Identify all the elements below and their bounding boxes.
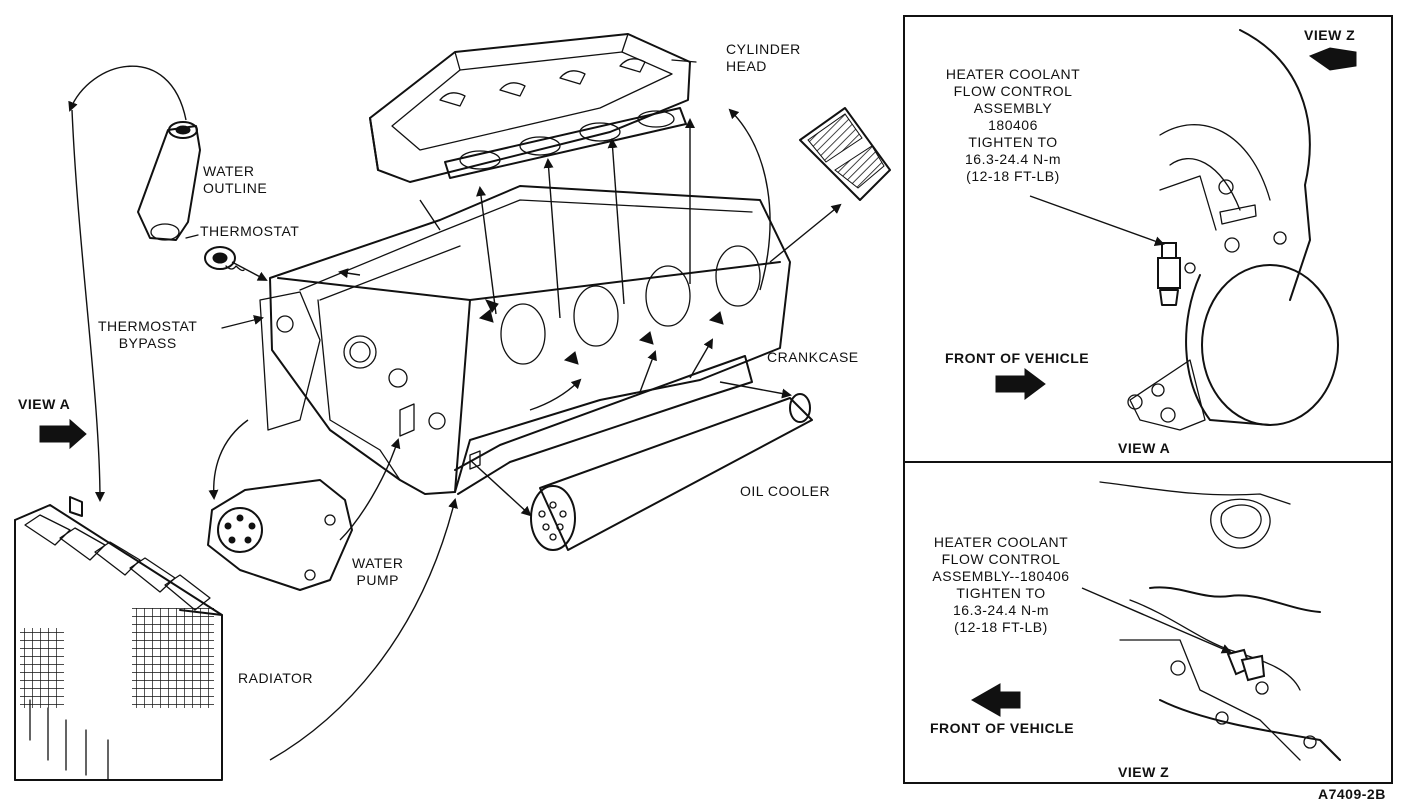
water-pump-label-line1: WATER bbox=[352, 555, 404, 571]
cylinder-head-label-line2: HEAD bbox=[726, 58, 767, 74]
view-a-callout-line2: FLOW CONTROL bbox=[953, 83, 1073, 99]
view-z-callout-line3: ASSEMBLY--180406 bbox=[932, 568, 1070, 584]
view-z-callout-line4: TIGHTEN TO bbox=[956, 585, 1046, 601]
view-a-drawing bbox=[995, 29, 1357, 431]
thermostat-bypass-label-line1: THERMOSTAT bbox=[98, 318, 198, 334]
thermostat-bypass-label-line2: BYPASS bbox=[118, 335, 177, 351]
front-arrow-view-a bbox=[995, 368, 1046, 400]
view-a-caption: VIEW A bbox=[1118, 440, 1171, 456]
crankcase-label: CRANKCASE bbox=[767, 349, 859, 365]
water-outline-label-line1: WATER bbox=[203, 163, 255, 179]
view-z-callout-line6: (12-18 FT-LB) bbox=[954, 619, 1048, 635]
view-a-front-of-vehicle: FRONT OF VEHICLE bbox=[945, 350, 1090, 366]
view-z-drawing bbox=[970, 481, 1341, 761]
thermostat-label: THERMOSTAT bbox=[200, 223, 300, 239]
water-outline-label-line2: OUTLINE bbox=[203, 180, 268, 196]
engine-block bbox=[259, 185, 791, 495]
view-z-callout-line2: FLOW CONTROL bbox=[941, 551, 1061, 567]
figure-id: A7409-2B bbox=[1318, 786, 1386, 802]
view-a-callout-line6: 16.3-24.4 N-m bbox=[965, 151, 1061, 167]
water-pump-label: WATER PUMP bbox=[352, 555, 404, 589]
radiator-part bbox=[14, 496, 223, 781]
view-a-callout-line7: (12-18 FT-LB) bbox=[966, 168, 1060, 184]
view-z-caption: VIEW Z bbox=[1118, 764, 1170, 780]
radiator-label: RADIATOR bbox=[238, 670, 314, 686]
water-outline-part bbox=[137, 121, 201, 241]
view-z-callout: HEATER COOLANT FLOW CONTROL ASSEMBLY--18… bbox=[916, 534, 1086, 636]
front-arrow-view-z bbox=[970, 683, 1021, 717]
cylinder-head bbox=[369, 33, 691, 183]
view-a-callout-line4: 180406 bbox=[988, 117, 1038, 133]
cylinder-head-label: CYLINDER HEAD bbox=[726, 41, 801, 75]
water-pump-part bbox=[207, 479, 353, 591]
water-outline-label: WATER OUTLINE bbox=[203, 163, 267, 197]
view-a-callout-line3: ASSEMBLY bbox=[973, 100, 1053, 116]
oil-cooler bbox=[530, 393, 813, 551]
cutaway-inset bbox=[799, 107, 891, 201]
view-z-arrow bbox=[1308, 47, 1357, 71]
view-z-callout-line5: 16.3-24.4 N-m bbox=[953, 602, 1049, 618]
view-a-callout-line1: HEATER COOLANT bbox=[945, 66, 1081, 82]
view-z-label-top: VIEW Z bbox=[1304, 27, 1356, 43]
oil-cooler-label: OIL COOLER bbox=[740, 483, 831, 499]
water-pump-label-line2: PUMP bbox=[356, 572, 399, 588]
view-a-label-left: VIEW A bbox=[18, 396, 71, 412]
leader-lines bbox=[185, 59, 697, 329]
view-a-arrow bbox=[39, 418, 87, 450]
thermostat-bypass-label: THERMOSTAT BYPASS bbox=[98, 318, 197, 352]
view-z-front-of-vehicle: FRONT OF VEHICLE bbox=[930, 720, 1075, 736]
cylinder-head-label-line1: CYLINDER bbox=[726, 41, 801, 57]
detail-panels-frame bbox=[903, 15, 1393, 784]
coolant-flow-arrows bbox=[68, 65, 842, 761]
view-z-callout-line1: HEATER COOLANT bbox=[933, 534, 1069, 550]
view-a-callout-line5: TIGHTEN TO bbox=[968, 134, 1058, 150]
thermostat-part bbox=[204, 246, 245, 272]
view-a-callout: HEATER COOLANT FLOW CONTROL ASSEMBLY 180… bbox=[940, 66, 1086, 185]
